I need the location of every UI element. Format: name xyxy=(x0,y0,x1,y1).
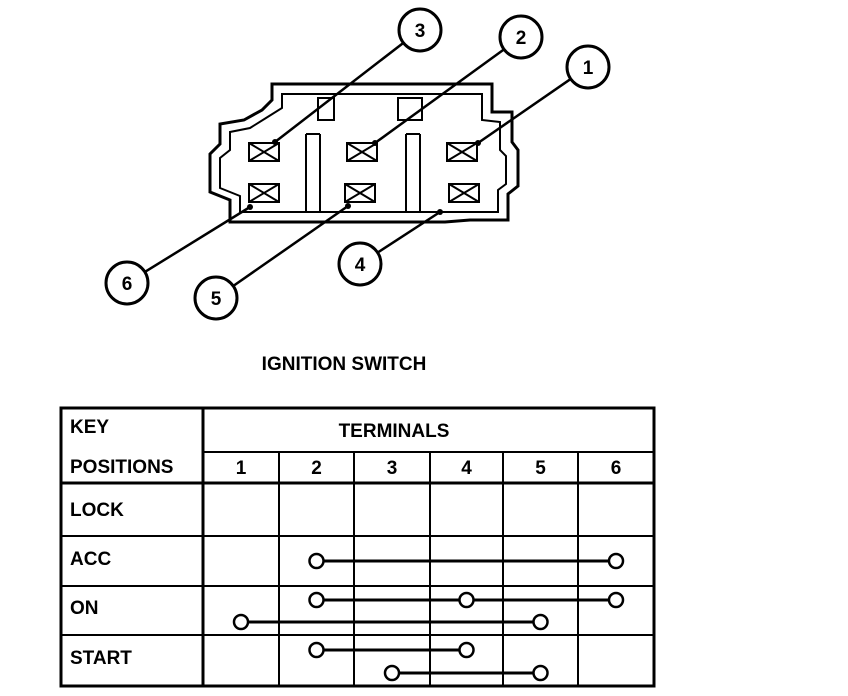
pin-box xyxy=(448,183,480,203)
callout-leader-2 xyxy=(374,48,505,145)
row-label-acc: ACC xyxy=(70,549,111,570)
callout-leader-3 xyxy=(274,41,405,143)
callout-bubbles: 3 2 1 6 5 4 xyxy=(104,7,611,321)
callout-circle-6 xyxy=(104,260,150,306)
connector-drawing xyxy=(208,82,520,224)
terminals-header: TERMINALS xyxy=(339,421,450,442)
pin-cross-b xyxy=(248,142,280,162)
terminal-pin-4 xyxy=(448,183,480,203)
callout-number-2: 2 xyxy=(516,28,527,49)
position-row-labels: LOCK ACC ON START xyxy=(70,500,132,669)
link-start-3-5 xyxy=(383,664,549,682)
link-node-terminal-5 xyxy=(532,613,549,631)
link-node-terminal-6 xyxy=(607,552,625,570)
key-header-line1: KEY xyxy=(70,417,109,438)
callout-leader-dot-3 xyxy=(272,139,278,145)
row-label-start: START xyxy=(70,648,132,669)
connector-housing-outline xyxy=(208,82,520,224)
pin-cross-b xyxy=(344,183,376,203)
callout-leader-6 xyxy=(144,205,251,274)
terminal-header-6: 6 xyxy=(611,458,622,479)
terminal-pin-5 xyxy=(344,183,376,203)
terminal-pin-1 xyxy=(446,142,478,162)
terminal-pins xyxy=(248,142,480,203)
link-acc-2-6 xyxy=(308,552,625,570)
terminal-number-headers: 1 2 3 4 5 6 xyxy=(236,458,622,479)
table-grid xyxy=(61,408,654,686)
callout-number-4: 4 xyxy=(355,255,366,276)
callout-number-1: 1 xyxy=(583,58,594,79)
terminal-header-4: 4 xyxy=(461,458,472,479)
callout-number-5: 5 xyxy=(211,289,222,310)
row-label-lock: LOCK xyxy=(70,500,124,521)
pin-box xyxy=(446,142,478,162)
pin-box xyxy=(344,183,376,203)
terminal-header-1: 1 xyxy=(236,458,247,479)
callout-leader-dot-4 xyxy=(437,209,443,215)
link-node-terminal-3 xyxy=(383,664,401,682)
pin-cross-b xyxy=(346,142,378,162)
callout-number-6: 6 xyxy=(122,274,133,295)
terminal-pin-2 xyxy=(346,142,378,162)
link-node-terminal-2 xyxy=(308,552,325,570)
terminal-pin-3 xyxy=(248,142,280,162)
pin-cross-b xyxy=(448,183,480,203)
pin-box xyxy=(346,142,378,162)
link-start-2-4 xyxy=(308,641,475,659)
diagram-title: IGNITION SWITCH xyxy=(262,354,427,375)
key-header-line2: POSITIONS xyxy=(70,457,173,478)
link-node-terminal-4 xyxy=(458,641,475,659)
callout-leader-5 xyxy=(232,204,349,288)
pin-box xyxy=(248,183,280,203)
terminal-table: KEY POSITIONS TERMINALS 1 2 3 4 5 6 LOCK ACC ON… xyxy=(59,406,656,688)
link-node-terminal-2 xyxy=(308,591,325,609)
callout-leader-dot-6 xyxy=(247,204,253,210)
terminal-pin-6 xyxy=(248,183,280,203)
callout-circle-5 xyxy=(193,275,239,321)
row-label-on: ON xyxy=(70,598,99,619)
continuity-links xyxy=(232,552,625,682)
callout-leader-4 xyxy=(376,210,441,254)
callout-circle-1 xyxy=(565,44,611,90)
link-node-terminal-4 xyxy=(458,591,475,609)
callout-circle-2 xyxy=(498,14,544,60)
table-border xyxy=(59,406,656,688)
callout-leader-1 xyxy=(477,77,572,145)
callout-number-3: 3 xyxy=(415,21,426,42)
link-on-2-4-6 xyxy=(308,591,625,609)
callout-circle-3 xyxy=(397,7,443,53)
terminal-header-3: 3 xyxy=(387,458,398,479)
pin-cross-b xyxy=(446,142,478,162)
link-on-1-5 xyxy=(232,613,549,631)
terminal-header-5: 5 xyxy=(535,458,546,479)
callout-leader-dot-2 xyxy=(372,140,378,146)
link-node-terminal-5 xyxy=(532,664,549,682)
link-node-terminal-2 xyxy=(308,641,325,659)
callout-circle-4 xyxy=(337,241,383,287)
pin-cross-b xyxy=(248,183,280,203)
link-node-terminal-1 xyxy=(232,613,250,631)
callout-leader-dot-1 xyxy=(475,140,481,146)
terminal-header-2: 2 xyxy=(311,458,322,479)
callout-leaders xyxy=(144,41,572,288)
pin-box xyxy=(248,142,280,162)
link-node-terminal-6 xyxy=(607,591,625,609)
callout-leader-dot-5 xyxy=(345,203,351,209)
